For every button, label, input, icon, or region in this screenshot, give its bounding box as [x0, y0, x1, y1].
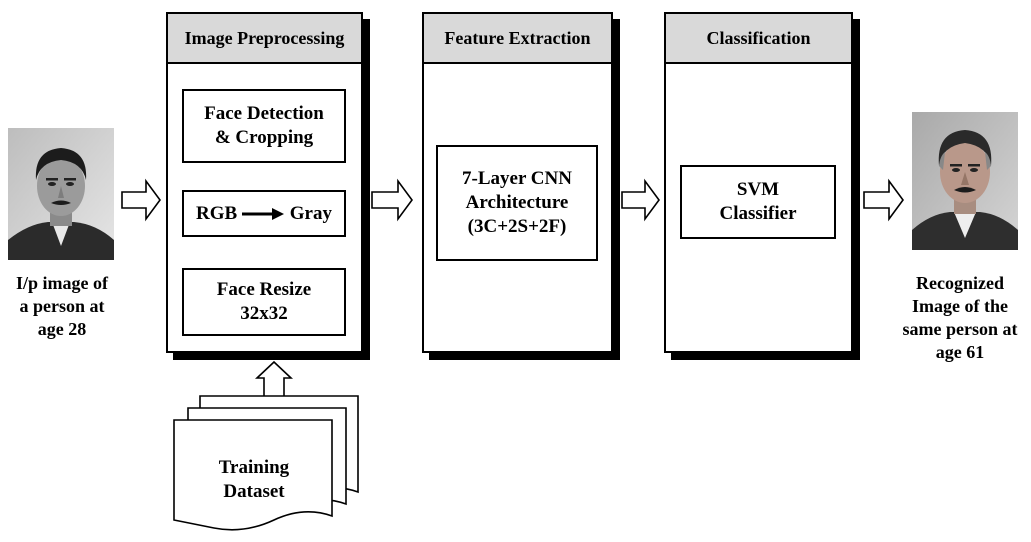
rgb-label: RGB [196, 202, 238, 224]
output-face-illustration [912, 112, 1018, 250]
input-caption: I/p image of a person at age 28 [16, 273, 108, 339]
arrow-preprocessing-to-feature [371, 178, 413, 222]
input-face-illustration [8, 128, 114, 260]
feature-extraction-title: Feature Extraction [424, 14, 611, 64]
arrow-feature-to-classification [621, 178, 660, 222]
training-dataset-stack [173, 395, 359, 531]
face-detection-box: Face Detection & Cropping [182, 89, 346, 163]
arrow-classification-to-output [863, 178, 904, 222]
face-resize-box: Face Resize 32x32 [182, 268, 346, 336]
input-face-photo [8, 128, 114, 260]
cnn-architecture-box: 7-Layer CNN Architecture (3C+2S+2F) [436, 145, 598, 261]
dataset-sheet-front [173, 419, 333, 531]
rgb-to-gray-box: RGB Gray [182, 190, 346, 237]
svm-classifier-box: SVM Classifier [680, 165, 836, 239]
preprocessing-title: Image Preprocessing [168, 14, 361, 64]
output-face-photo [912, 112, 1018, 250]
output-caption: Recognized Image of the same person at a… [902, 273, 1018, 362]
training-dataset-label: Training Dataset [218, 457, 290, 502]
rgb-to-gray-arrow [242, 207, 285, 220]
classification-title: Classification [666, 14, 851, 64]
arrow-input-to-preprocessing [121, 178, 161, 222]
gray-label: Gray [289, 202, 332, 224]
